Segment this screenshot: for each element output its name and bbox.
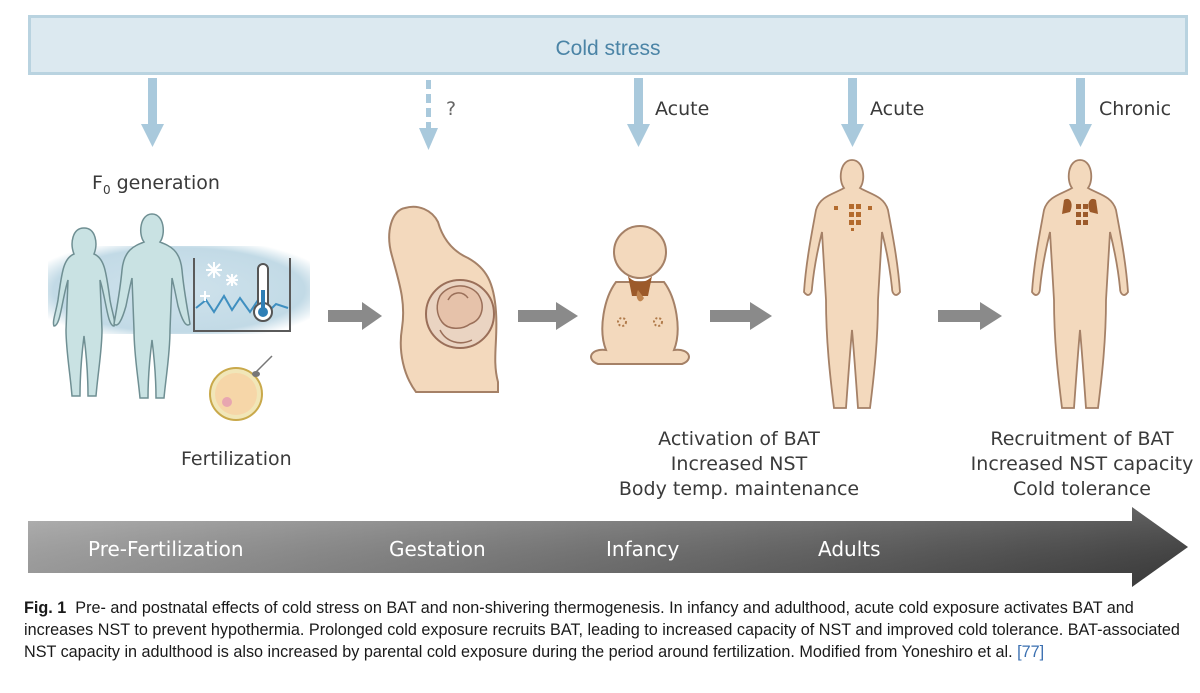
- adults-chronic-arrow-label: Chronic: [1099, 98, 1172, 120]
- timeline-label-prefertilization: Pre-Fertilization: [88, 537, 244, 561]
- thermometer-icon: [253, 263, 273, 322]
- gestation-arrow-label: ?: [446, 98, 457, 120]
- fertilization-label: Fertilization: [181, 448, 292, 470]
- reference-link[interactable]: [77]: [1017, 643, 1045, 661]
- progression-arrow-4: [938, 302, 1002, 330]
- caption-label: Fig. 1: [24, 599, 67, 617]
- timeline-label-infancy: Infancy: [606, 537, 680, 561]
- figure-caption: Fig. 1 Pre- and postnatal effects of col…: [24, 597, 1184, 663]
- acute-effect-item: Activation of BAT: [658, 428, 820, 450]
- egg-sperm-icon: [209, 355, 273, 421]
- cold-stress-label: Cold stress: [555, 37, 661, 60]
- pregnancy-figure: [388, 205, 499, 393]
- arrow-adults-chronic: [1069, 78, 1092, 147]
- arrow-adults-acute: [841, 78, 864, 147]
- progression-arrow-2: [518, 302, 578, 330]
- adult-chronic-figure: [1031, 159, 1129, 409]
- timeline-label-adults: Adults: [818, 537, 881, 561]
- cold-stress-banner: Cold stress: [28, 15, 1188, 75]
- acute-effects-list: Activation of BAT Increased NST Body tem…: [610, 427, 868, 502]
- chronic-effects-list: Recruitment of BAT Increased NST capacit…: [962, 427, 1200, 502]
- man-figure: [113, 213, 191, 399]
- acute-effect-item: Body temp. maintenance: [618, 478, 860, 500]
- adults-acute-arrow-label: Acute: [870, 98, 925, 120]
- chronic-effect-item: Increased NST capacity: [970, 453, 1194, 475]
- arrow-gestation-dashed: [419, 80, 438, 150]
- chronic-effect-item: Recruitment of BAT: [990, 428, 1174, 450]
- arrow-prefertilization: [141, 78, 164, 147]
- adult-acute-figure: [803, 159, 901, 409]
- acute-effect-item: Increased NST: [670, 453, 808, 475]
- progression-arrow-3: [710, 302, 772, 330]
- infant-figure: [590, 225, 690, 365]
- caption-text: Pre- and postnatal effects of cold stres…: [24, 599, 1180, 661]
- chronic-effect-item: Cold tolerance: [1013, 478, 1151, 500]
- progression-arrow-1: [328, 302, 382, 330]
- infancy-arrow-label: Acute: [655, 98, 710, 120]
- f0-generation-label: F0 generation: [92, 172, 220, 197]
- timeline-arrow: [28, 507, 1188, 587]
- woman-figure: [52, 227, 116, 397]
- timeline-label-gestation: Gestation: [389, 537, 486, 561]
- arrow-infancy: [627, 78, 650, 147]
- snowflake-icon: [200, 262, 238, 301]
